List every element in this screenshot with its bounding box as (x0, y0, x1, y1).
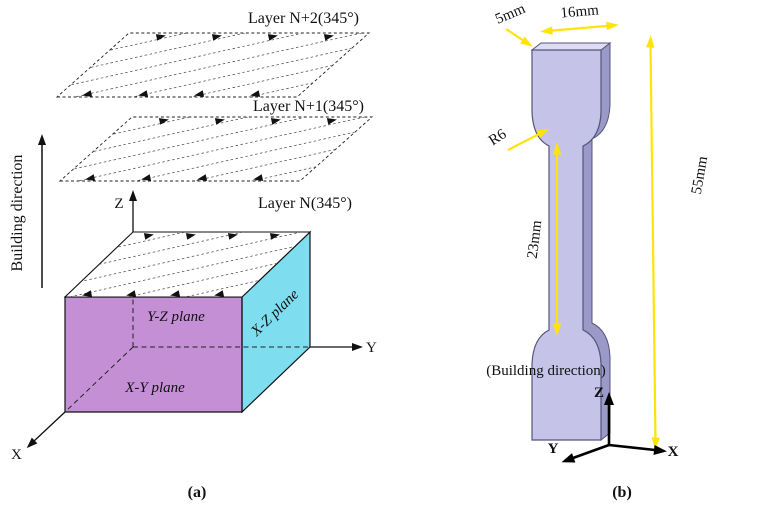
layer-n1-label: Layer N+1(345°) (253, 98, 364, 115)
thickness-dimension-label: 5mm (493, 1, 528, 28)
fillet-dimension-label: R6 (486, 126, 510, 149)
x-axis-arrow-icon-b (653, 445, 668, 457)
yz-plane-label: Y-Z plane (147, 309, 205, 325)
x-axis-label-b: X (668, 444, 679, 460)
layer-n-label: Layer N(345°) (258, 195, 352, 212)
building-direction-arrow-icon (38, 134, 46, 145)
xy-plane-label: X-Y plane (124, 380, 185, 396)
y-axis-arrow-icon-b (559, 453, 576, 467)
y-axis-label-b: Y (548, 441, 559, 457)
y-axis-label: Y (366, 340, 377, 356)
z-axis-label: Z (114, 196, 123, 212)
panel-b-axes: Z X Y (548, 385, 679, 467)
panel-b-label: (b) (612, 484, 632, 501)
panel-a: Building direction Layer N+2(345°) Layer… (9, 0, 380, 501)
specimen-body (530, 41, 612, 442)
z-axis-arrow-icon (129, 190, 137, 201)
cube-hidden-edges (64, 232, 310, 413)
z-axis-label-b: Z (594, 385, 604, 401)
cube-top-face-layer-n (63, 231, 312, 299)
width-dimension-label: 16mm (560, 2, 600, 21)
panel-b: 16mm 5mm R6 23mm 55mm (Building directio… (486, 1, 711, 501)
layer-n2-label: Layer N+2(345°) (248, 10, 359, 27)
y-axis-arrow-icon (352, 343, 363, 351)
x-axis-label: X (11, 447, 22, 463)
overall-length-dimension-label: 55mm (689, 155, 711, 196)
specimen-front-face (531, 49, 602, 441)
panel-b-building-direction-label: (Building direction) (486, 363, 606, 379)
gauge-length-dimension-label: 23mm (525, 219, 546, 259)
panel-a-axes: Z Y X (11, 190, 377, 463)
panel-a-label: (a) (188, 484, 207, 501)
building-direction-label: Building direction (9, 155, 26, 272)
building-direction-annotation: Building direction (9, 134, 46, 288)
specimen-top-face (530, 42, 612, 51)
